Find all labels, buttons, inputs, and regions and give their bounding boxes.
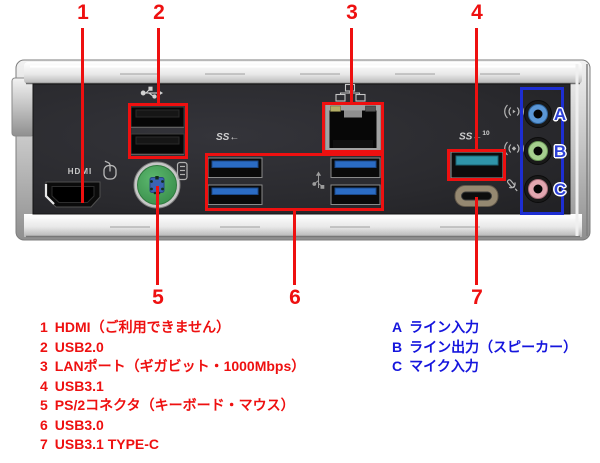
callout-number-5: 5: [152, 286, 164, 309]
jack-letter-c: C: [553, 180, 567, 199]
callout-number-7: 7: [471, 286, 483, 309]
callout-number-4: 4: [471, 1, 483, 24]
jack-letter-a: A: [553, 105, 567, 124]
mic-icon: [506, 179, 518, 192]
usb3-superspeed-logo: SS←: [216, 132, 240, 143]
callout-number-6: 6: [289, 286, 301, 309]
callout-line-5: [156, 186, 159, 285]
audio-jack-line-in: [524, 100, 552, 128]
callout-line-7: [475, 197, 478, 285]
callout-line-3: [350, 28, 353, 103]
keyboard-icon: [176, 161, 188, 181]
hdmi-port: [44, 181, 101, 208]
hdmi-port-label: HDMI: [67, 167, 93, 176]
jack-letter-b: B: [553, 142, 567, 161]
lan-port: [324, 104, 382, 152]
callout-number-2: 2: [153, 1, 165, 24]
callout-box-lan: [322, 102, 384, 153]
audio-jack-mic: [524, 175, 552, 203]
usb3-ports-left: [207, 157, 263, 205]
callout-line-1: [81, 28, 84, 203]
callout-box-audio: [520, 87, 564, 215]
callout-box-usb2: [128, 103, 188, 159]
usb2-ports: [130, 106, 185, 155]
callout-number-1: 1: [77, 1, 89, 24]
callout-line-6: [293, 210, 296, 285]
callout-box-usb31: [447, 149, 506, 181]
mouse-icon: [103, 160, 117, 180]
usb3-ports-right: [330, 157, 381, 205]
audio-jack-line-out: [524, 137, 552, 165]
io-panel-photo: [11, 59, 591, 241]
callout-line-4: [475, 28, 478, 150]
callout-line-2: [157, 28, 160, 104]
callout-box-usb3: [205, 153, 384, 211]
usb-icon-vertical: [312, 171, 325, 189]
callout-number-3: 3: [346, 1, 358, 24]
usb31-superspeed10-logo: SS←10: [459, 130, 490, 143]
